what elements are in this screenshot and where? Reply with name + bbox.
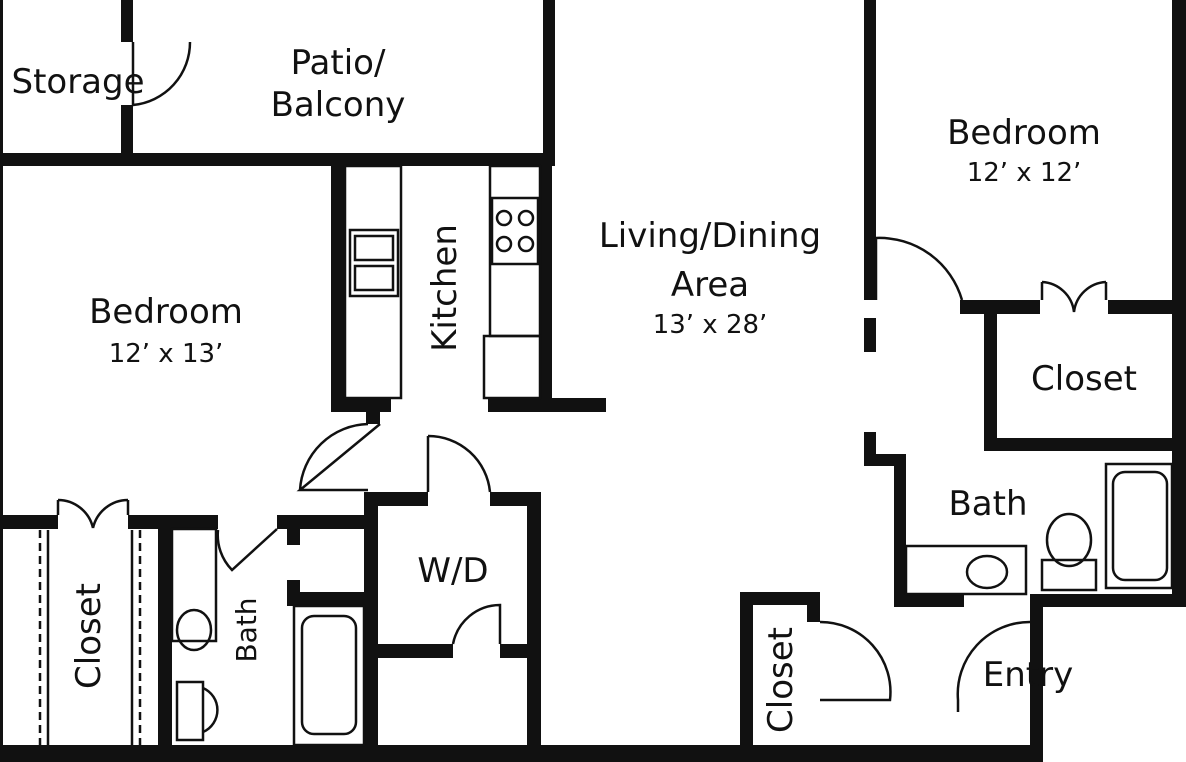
- sink-icon: [348, 228, 400, 298]
- kitchen-label: Kitchen: [425, 224, 465, 352]
- wd-inner-door-icon: [451, 603, 502, 645]
- living-dimensions: 13’ x 28’: [653, 310, 768, 340]
- closet-left-label: Closet: [69, 583, 109, 689]
- toilet-tank-icon: [175, 680, 205, 742]
- bedroom-left-label: Bedroom: [89, 292, 243, 332]
- living-label-1: Living/Dining: [599, 216, 821, 256]
- entry-label: Entry: [983, 655, 1073, 695]
- tub-right-icon: [1104, 462, 1174, 590]
- bedroom-right-label: Bedroom: [947, 113, 1101, 153]
- toilet-right-icon: [1040, 558, 1098, 592]
- bedroom-right-door-icon: [874, 236, 964, 301]
- closet-right-label: Closet: [1031, 359, 1137, 399]
- vanity-icon: [170, 527, 218, 643]
- patio-label-1: Patio/: [291, 43, 386, 83]
- left-bath-door-icon: [216, 528, 278, 572]
- stove-icon: [490, 196, 540, 266]
- fridge-icon: [482, 334, 542, 400]
- labels: Storage Patio/ Balcony Bedroom 12’ x 13’…: [11, 43, 1136, 733]
- storage-label: Storage: [11, 62, 144, 102]
- bedroom-right-dimensions: 12’ x 12’: [967, 158, 1082, 188]
- vanity-right-icon: [904, 544, 1028, 596]
- closet-right-doors-icon: [1040, 280, 1108, 313]
- bedroom-left-dimensions: 12’ x 13’: [109, 339, 224, 369]
- center-closet-door-icon: [819, 620, 892, 702]
- left-closet-doors-icon: [56, 498, 130, 529]
- fixtures: [38, 41, 1174, 747]
- entry-door-icon: [956, 620, 1031, 712]
- living-label-2: Area: [671, 265, 749, 305]
- storage-door-icon: [131, 41, 192, 107]
- wd-label: W/D: [417, 551, 488, 591]
- closet-center-label: Closet: [761, 627, 801, 733]
- patio-label-2: Balcony: [271, 85, 406, 125]
- kitchen-door-icon: [296, 422, 381, 492]
- tub-icon: [292, 604, 366, 747]
- wd-door-icon: [426, 434, 492, 493]
- bath-left-label: Bath: [230, 597, 263, 662]
- bath-right-label: Bath: [948, 484, 1027, 524]
